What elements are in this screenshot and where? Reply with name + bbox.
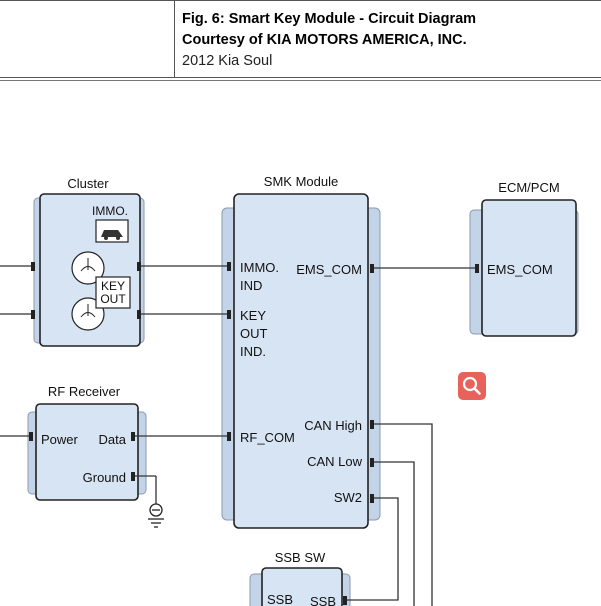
smk-title: SMK Module [264, 174, 338, 189]
ssb-title: SSB SW [275, 550, 326, 565]
smk-sw2-label: SW2 [334, 490, 362, 505]
ecm-module: ECM/PCM EMS_COM [469, 180, 579, 337]
ssb-left-label: SSB [267, 592, 293, 606]
wiring [0, 265, 476, 606]
zoom-button[interactable] [458, 372, 486, 400]
ssb-switch-module: SSB SW SSB SSB [249, 550, 351, 606]
rf-receiver-module: RF Receiver Power Data Ground [27, 384, 147, 501]
caption-title: Fig. 6: Smart Key Module - Circuit Diagr… [182, 11, 477, 27]
smk-ind2-label: IND. [240, 344, 266, 359]
caption-left-cell [0, 0, 175, 78]
rf-data-label: Data [99, 432, 127, 447]
caption-divider [0, 80, 601, 81]
cluster-out-label: OUT [100, 292, 126, 306]
cluster-key-label: KEY [101, 279, 125, 293]
figure-caption: Fig. 6: Smart Key Module - Circuit Diagr… [0, 0, 601, 81]
smk-key-label: KEY [240, 308, 266, 323]
ecm-title: ECM/PCM [498, 180, 559, 195]
smk-can-low-label: CAN Low [307, 454, 363, 469]
caption-courtesy: Courtesy of KIA MOTORS AMERICA, INC. [182, 32, 467, 48]
car-icon [95, 219, 129, 243]
rf-ground-label: Ground [83, 470, 126, 485]
smk-out-label: OUT [240, 326, 268, 341]
smk-rf-com-label: RF_COM [240, 430, 295, 445]
rf-title: RF Receiver [48, 384, 121, 399]
cluster-module: Cluster IMMO. KEY OUT [33, 176, 145, 347]
connector-pins [29, 262, 479, 605]
caption-text: Fig. 6: Smart Key Module - Circuit Diagr… [182, 9, 476, 72]
cluster-title: Cluster [67, 176, 109, 191]
ecm-ems-com-label: EMS_COM [487, 262, 553, 277]
smk-can-high-label: CAN High [304, 418, 362, 433]
rf-power-label: Power [41, 432, 79, 447]
magnifier-icon [462, 376, 481, 395]
lamp-icon [71, 251, 105, 285]
smk-ems-com-label: EMS_COM [296, 262, 362, 277]
caption-vehicle: 2012 Kia Soul [182, 53, 273, 69]
ground-icon [148, 503, 164, 528]
caption-right-cell: Fig. 6: Smart Key Module - Circuit Diagr… [175, 0, 601, 78]
smk-ind-label: IND [240, 278, 262, 293]
smk-immo-label: IMMO. [240, 260, 279, 275]
ssb-right-label: SSB [310, 594, 336, 606]
cluster-immo-label: IMMO. [92, 204, 128, 218]
smk-module: SMK Module IMMO. IND KEY OUT IND. RF_COM… [221, 174, 381, 529]
